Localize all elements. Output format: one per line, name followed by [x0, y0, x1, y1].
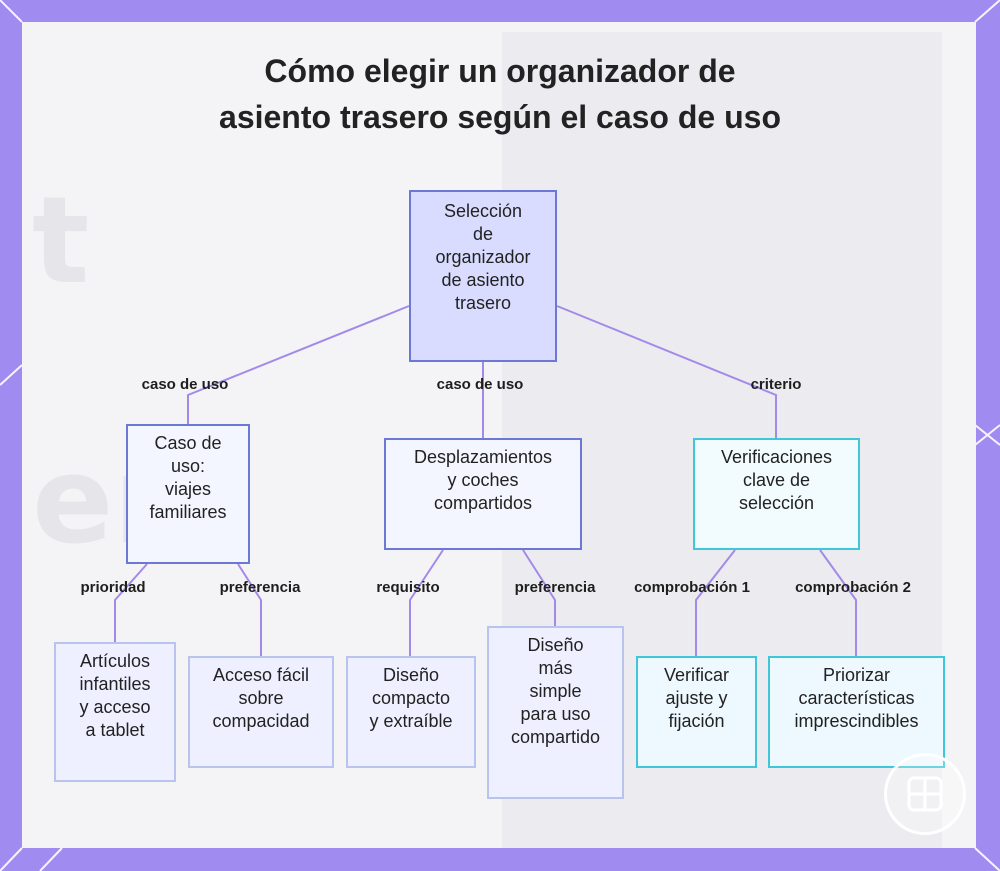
node-text-line: compartido: [511, 726, 600, 749]
node-text-line: Selección: [435, 200, 530, 223]
node-text-line: compacidad: [212, 710, 309, 733]
node-text-line: Diseño: [369, 664, 452, 687]
node-text-line: de asiento: [435, 269, 530, 292]
edge-label: preferencia: [515, 579, 596, 597]
node-text-line: más: [511, 657, 600, 680]
leaf-node-simple-design: Diseño más simple para uso compartido: [487, 626, 624, 799]
node-text-line: infantiles: [79, 673, 150, 696]
leaf-node-kids-items: Artículos infantiles y acceso a tablet: [54, 642, 176, 782]
grid-app-logo-icon: [884, 753, 966, 835]
connector-family-to-items: [115, 564, 147, 642]
edge-label: requisito: [376, 579, 439, 597]
edge-label: caso de uso: [142, 376, 229, 394]
leaf-node-verify-fit: Verificar ajuste y fijación: [636, 656, 757, 768]
node-text-line: Artículos: [79, 650, 150, 673]
connector-family-to-access: [238, 564, 261, 656]
connector-root-to-checks: [557, 306, 776, 438]
node-text-line: familiares: [149, 501, 226, 524]
node-text-line: imprescindibles: [794, 710, 918, 733]
node-text-line: Diseño: [511, 634, 600, 657]
connector-checks-to-fit: [696, 550, 735, 656]
node-text-line: compacto: [369, 687, 452, 710]
node-text-line: fijación: [664, 710, 729, 733]
edge-label: caso de uso: [437, 376, 524, 394]
edge-label: preferencia: [220, 579, 301, 597]
node-text-line: Verificar: [664, 664, 729, 687]
node-text-line: Caso de: [149, 432, 226, 455]
connector-root-to-family: [188, 306, 409, 424]
node-text-line: ajuste y: [664, 687, 729, 710]
node-text-line: de: [435, 223, 530, 246]
node-text-line: selección: [721, 492, 832, 515]
node-text-line: características: [794, 687, 918, 710]
node-text-line: sobre: [212, 687, 309, 710]
branch-node-family-trips: Caso de uso: viajes familiares: [126, 424, 250, 564]
node-text-line: Acceso fácil: [212, 664, 309, 687]
edge-label: prioridad: [80, 579, 145, 597]
node-text-line: clave de: [721, 469, 832, 492]
node-text-line: simple: [511, 680, 600, 703]
branch-node-key-checks: Verificaciones clave de selección: [693, 438, 860, 550]
connector-commute-to-compact: [410, 550, 443, 656]
node-text-line: trasero: [435, 292, 530, 315]
leaf-node-prioritize-features: Priorizar características imprescindible…: [768, 656, 945, 768]
node-text-line: para uso: [511, 703, 600, 726]
branch-node-commuting: Desplazamientos y coches compartidos: [384, 438, 582, 550]
node-text-line: y extraíble: [369, 710, 452, 733]
node-text-line: y acceso: [79, 696, 150, 719]
node-text-line: y coches: [414, 469, 552, 492]
leaf-node-easy-access: Acceso fácil sobre compacidad: [188, 656, 334, 768]
node-text-line: uso:: [149, 455, 226, 478]
node-text-line: Verificaciones: [721, 446, 832, 469]
edge-label: criterio: [751, 376, 802, 394]
node-text-line: viajes: [149, 478, 226, 501]
edge-label: comprobación 1: [634, 579, 750, 597]
root-node: Selección de organizador de asiento tras…: [409, 190, 557, 362]
node-text-line: compartidos: [414, 492, 552, 515]
node-text-line: organizador: [435, 246, 530, 269]
leaf-node-compact-design: Diseño compacto y extraíble: [346, 656, 476, 768]
node-text-line: a tablet: [79, 719, 150, 742]
node-text-line: Priorizar: [794, 664, 918, 687]
node-text-line: Desplazamientos: [414, 446, 552, 469]
connector-checks-to-priorities: [820, 550, 856, 656]
edge-label: comprobación 2: [795, 579, 911, 597]
